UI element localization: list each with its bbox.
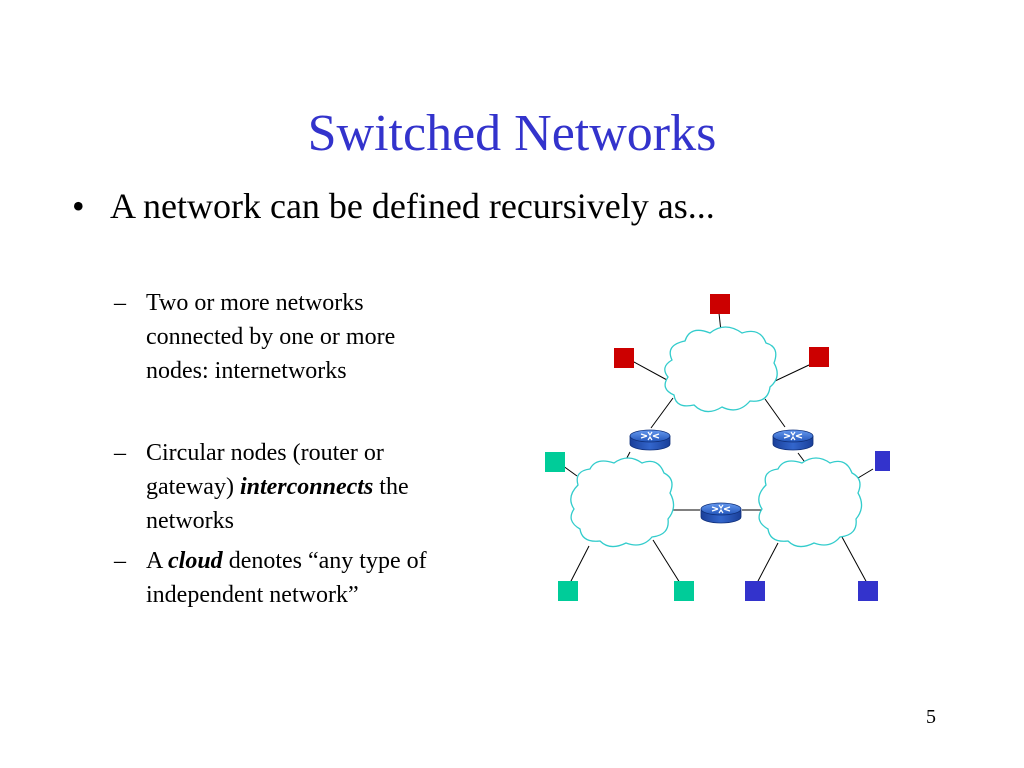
host-node-blue (745, 581, 765, 601)
link (764, 398, 786, 428)
sub-bullet-cloud: – A cloud denotes “any type of independe… (114, 544, 427, 612)
dash-marker: – (114, 548, 126, 574)
dash-marker: – (114, 440, 126, 466)
emphasis-interconnects: interconnects (239, 474, 374, 500)
link (633, 361, 668, 381)
cloud-icon (664, 326, 778, 413)
sub-bullet-internetworks: – Two or more networks connected by one … (114, 286, 395, 388)
sub-bullet-circular-nodes: – Circular nodes (router or gateway) int… (114, 436, 409, 538)
main-bullet: • A network can be defined recursively as… (72, 184, 715, 228)
host-node-teal (545, 452, 565, 472)
link (772, 364, 810, 383)
cloud-icons (570, 326, 863, 548)
link (841, 536, 868, 584)
host-node-teal (674, 581, 694, 601)
router-icon (629, 429, 671, 451)
sub-bullet-line: A cloud denotes “any type of (146, 544, 427, 578)
sub-bullet-line: networks (146, 508, 234, 534)
link (650, 397, 674, 429)
router-icon (700, 502, 742, 524)
bullet-marker: • (72, 186, 85, 226)
sub-bullet-line: nodes: internetworks (146, 358, 347, 384)
sub-bullet-line: Circular nodes (router or (146, 440, 384, 466)
cloud-icon (758, 457, 863, 548)
dash-marker: – (114, 290, 126, 316)
link (569, 545, 590, 584)
host-node-red (809, 347, 829, 367)
link (857, 468, 874, 479)
main-bullet-text: A network can be defined recursively as.… (110, 186, 715, 226)
page-number: 5 (926, 706, 936, 728)
host-node-blue (858, 581, 878, 601)
host-node-teal (558, 581, 578, 601)
cloud-icon (570, 457, 675, 548)
text-segment: gateway) (146, 474, 240, 500)
link (652, 539, 681, 584)
link (756, 542, 779, 584)
host-node-red (710, 294, 730, 314)
sub-bullet-line: independent network” (146, 582, 359, 608)
router-icon (772, 429, 814, 451)
host-node-red (614, 348, 634, 368)
text-segment: A (146, 548, 169, 574)
sub-bullet-line: gateway) interconnects the (146, 470, 409, 504)
network-diagram (545, 294, 890, 601)
text-segment: denotes “any type of (222, 548, 427, 574)
emphasis-cloud: cloud (168, 548, 223, 574)
sub-bullet-line: connected by one or more (146, 324, 396, 350)
slide-title: Switched Networks (307, 105, 717, 162)
host-nodes (545, 294, 890, 601)
network-links (558, 312, 874, 584)
text-segment: the (373, 474, 409, 500)
host-node-blue (875, 451, 890, 471)
sub-bullet-line: Two or more networks (146, 290, 364, 316)
